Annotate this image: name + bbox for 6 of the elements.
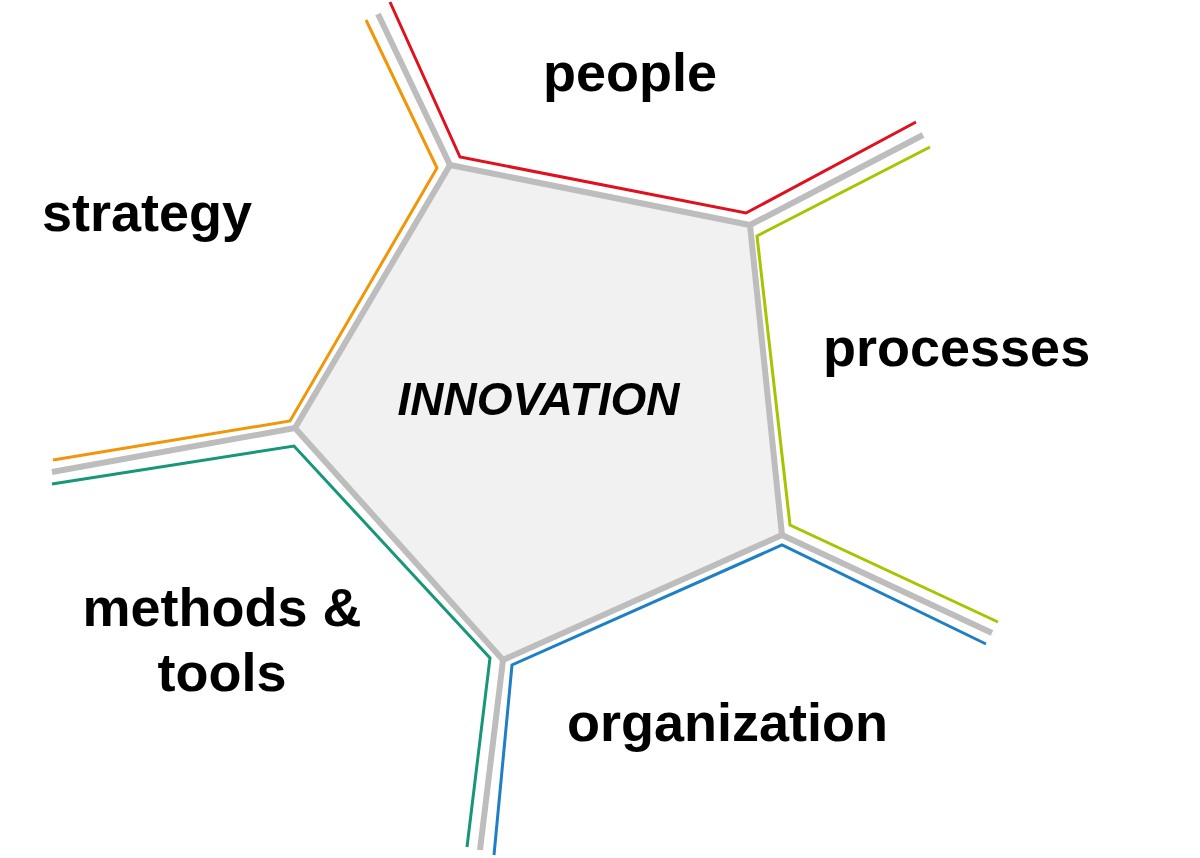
category-label: methods & tools (81, 576, 363, 704)
node-title: INNOVATION (396, 372, 681, 426)
category-label: organization (567, 691, 888, 754)
category-label: strategy (42, 181, 253, 244)
category-label: processes (823, 316, 1091, 379)
category-label: people (543, 41, 718, 104)
